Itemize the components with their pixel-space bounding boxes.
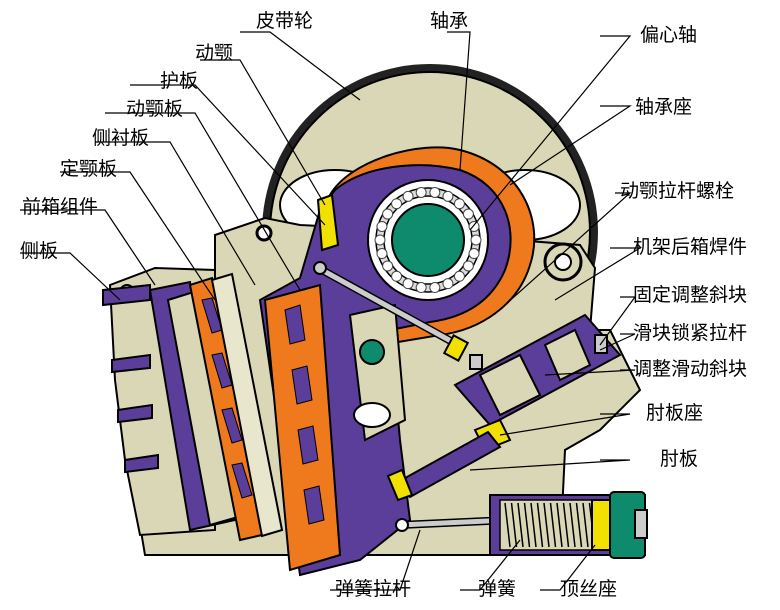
label-eccentric-shaft: 偏心轴	[640, 24, 698, 46]
label-toggle-plate-seat: 肘板座	[646, 402, 704, 424]
bearing-ball	[382, 208, 394, 220]
bearing-ball	[374, 234, 386, 246]
guard-plate	[316, 193, 340, 252]
spring-coil	[510, 502, 518, 548]
label-top-screw-seat: 顶丝座	[560, 578, 618, 600]
bearing-ball	[391, 270, 403, 282]
label-guard-plate: 护板	[160, 70, 199, 92]
label-tie-rod-bolt: 动颚拉杆螺栓	[620, 180, 735, 202]
label-belt-pulley: 皮带轮	[256, 10, 314, 32]
spring-coil	[575, 502, 583, 548]
label-front-box-assembly: 前箱组件	[22, 196, 99, 218]
bearing-ball	[402, 190, 414, 202]
bearing-ball	[453, 198, 465, 210]
label-fixed-adjusting-wedge: 固定调整斜块	[633, 284, 748, 306]
fixed-jaw-plate	[188, 276, 264, 542]
moving-jaw-plate	[263, 283, 342, 572]
top-screw-seat	[591, 491, 648, 559]
leader-lines	[20, 31, 643, 591]
label-spring: 弹簧	[478, 578, 517, 600]
label-adjusting-slide-wedge: 调整滑动斜块	[633, 358, 748, 380]
spring-coil	[530, 502, 537, 548]
bearing-ball	[442, 278, 454, 290]
adjusting-wedge-assembly	[453, 313, 622, 427]
spring-coil	[562, 502, 570, 548]
bearing-ball	[462, 260, 474, 272]
label-bearing-seat: 轴承座	[635, 96, 693, 118]
tie-rod-bolt	[313, 261, 470, 362]
label-slide-lock-rod: 滑块锁紧拉杆	[633, 322, 748, 344]
label-moving-jaw-plate: 动颚板	[126, 98, 184, 120]
bearing-ball	[402, 278, 414, 290]
bearing-ball	[453, 270, 465, 282]
label-spring-pull-rod: 弹簧拉杆	[335, 578, 412, 600]
bearing-ball	[382, 260, 394, 272]
spring-coil	[556, 502, 563, 548]
label-rear-box-weldment: 机架后箱焊件	[633, 236, 748, 258]
label-fixed-jaw-plate: 定颚板	[60, 158, 118, 180]
bearing-ball	[468, 248, 480, 260]
spring-coil	[504, 502, 511, 548]
bearing-ball	[442, 190, 454, 202]
eccentric-shaft	[391, 203, 465, 277]
label-bearing: 轴承	[430, 10, 469, 32]
spring-coil	[549, 502, 557, 548]
bearing-ball	[376, 220, 388, 232]
bearing-ball	[470, 234, 482, 246]
side-lining-plate	[210, 272, 284, 538]
label-moving-jaw: 动颚	[195, 42, 234, 64]
bearing-ball	[462, 208, 474, 220]
label-side-lining-plate: 侧衬板	[92, 127, 150, 149]
bearing-ball	[429, 186, 441, 198]
spring-coil	[543, 502, 550, 548]
bearing-ball	[376, 248, 388, 260]
spring-coil	[569, 502, 576, 548]
spring-coil	[536, 502, 544, 548]
bearing-ball	[415, 186, 427, 198]
toggle-plate	[386, 430, 502, 502]
front-box-assembly	[102, 266, 247, 537]
bearing-ball	[415, 282, 427, 294]
spring-coil	[523, 502, 531, 548]
bearing-ball	[429, 282, 441, 294]
spring-coil	[582, 502, 589, 548]
spring-coil	[517, 502, 524, 548]
bearing-ball	[391, 198, 403, 210]
label-toggle-plate: 肘板	[660, 448, 699, 470]
label-side-plate: 侧板	[20, 240, 59, 262]
